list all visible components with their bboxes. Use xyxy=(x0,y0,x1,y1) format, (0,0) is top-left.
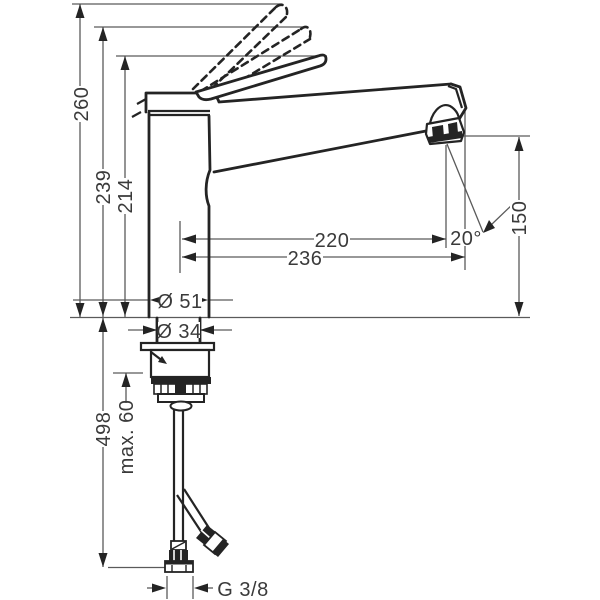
dim-stream-angle: 20° xyxy=(450,228,482,250)
hose-fitting-angled xyxy=(196,525,229,557)
label-masks xyxy=(72,86,527,597)
dim-connection-thread: G 3/8 xyxy=(217,579,268,600)
handle-raised-max xyxy=(191,3,289,99)
hose-fitting-straight xyxy=(164,540,194,573)
dim-handle-mid-height: 239 xyxy=(93,170,115,205)
spout xyxy=(210,82,468,174)
dim-hose-length: 498 xyxy=(93,412,115,447)
dim-shaft-diameter: Ø 34 xyxy=(156,321,201,343)
dim-spout-reach-tip: 236 xyxy=(288,248,323,270)
dim-handle-rest-height: 214 xyxy=(115,179,137,214)
faucet-body xyxy=(144,91,214,319)
dim-spout-reach-outlet: 220 xyxy=(315,230,350,252)
dim-overall-height: 260 xyxy=(71,87,93,122)
dim-spout-outlet-height: 150 xyxy=(509,201,531,236)
aerator xyxy=(424,116,466,146)
faucet-outline xyxy=(131,3,468,573)
dim-max-deck-thickness: max. 60 xyxy=(116,400,138,475)
mounting-assembly xyxy=(139,316,216,412)
supply-hoses xyxy=(164,410,229,573)
lever-handle xyxy=(194,53,328,102)
dim-base-diameter: Ø 51 xyxy=(157,291,202,313)
dimension-labels: 260 239 214 220 236 20° 150 Ø 51 Ø 34 49… xyxy=(71,87,531,600)
